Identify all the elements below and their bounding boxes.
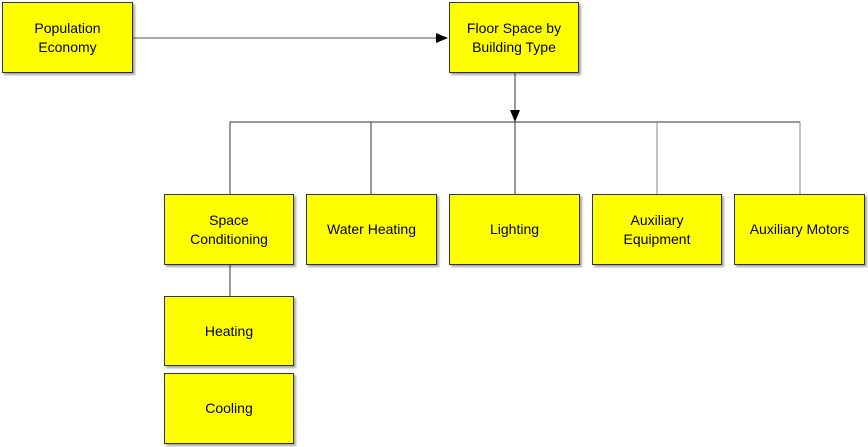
node-population-economy-label: Population Economy (34, 19, 101, 55)
node-floor-space-by-building-type: Floor Space by Building Type (449, 2, 579, 73)
node-water-heating-label: Water Heating (327, 221, 416, 237)
node-auxiliary-equipment: Auxiliary Equipment (592, 194, 722, 265)
node-heating-label: Heating (204, 322, 254, 339)
node-auxiliary-equipment-label: Auxiliary Equipment (623, 211, 691, 247)
node-cooling: Cooling (164, 373, 294, 444)
node-auxiliary-motors: Auxiliary Motors (734, 194, 865, 265)
node-space-conditioning: Space Conditioning (164, 194, 294, 265)
node-population-economy: Population Economy (2, 2, 133, 73)
node-space-conditioning-label: Space Conditioning (190, 211, 268, 247)
node-lighting-label: Lighting (489, 221, 540, 237)
node-lighting: Lighting (449, 194, 580, 265)
node-water-heating: Water Heating (306, 194, 437, 265)
node-auxiliary-motors-label: Auxiliary Motors (749, 221, 850, 237)
node-heating: Heating (164, 296, 294, 366)
node-cooling-label: Cooling (205, 400, 253, 416)
node-floor-space-label: Floor Space by Building Type (466, 19, 562, 55)
